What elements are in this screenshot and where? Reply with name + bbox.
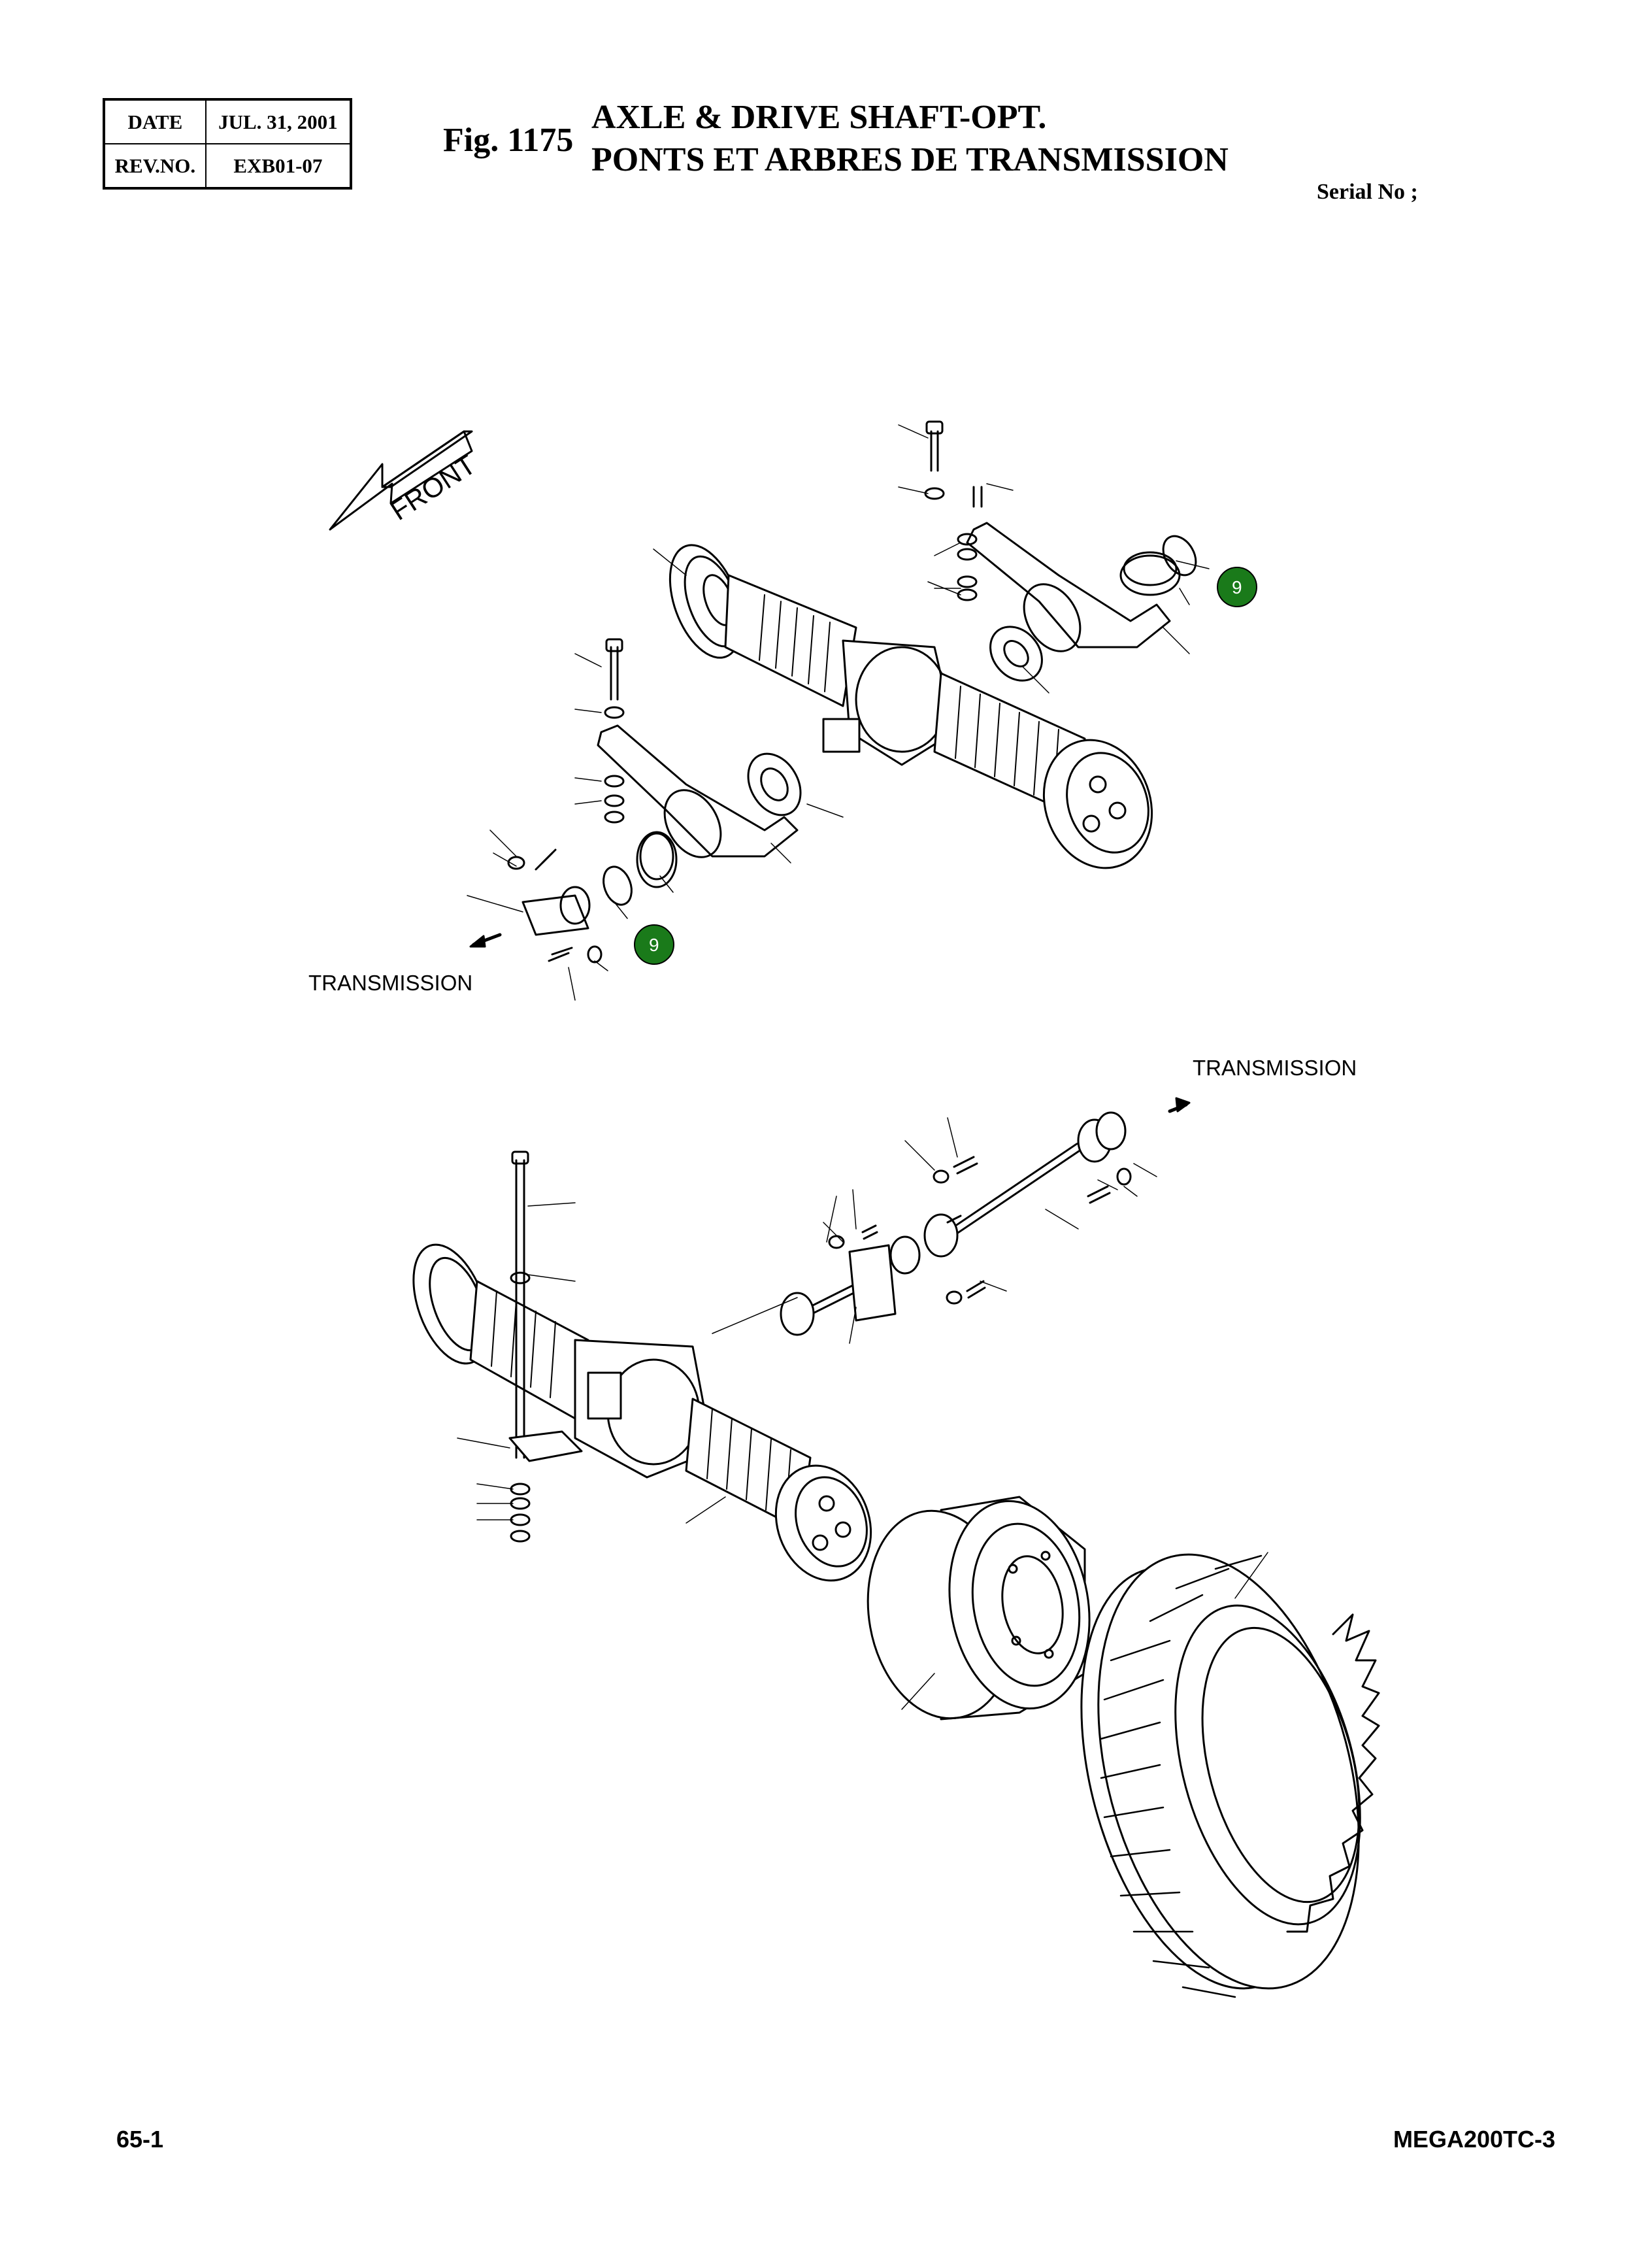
rear-axle-assembly	[412, 1150, 872, 1582]
revision-table: DATE JUL. 31, 2001 REV.NO. EXB01-07	[103, 98, 352, 190]
rev-label: REV.NO.	[103, 143, 206, 189]
front-arrow-icon	[329, 430, 473, 531]
svg-text:9: 9	[649, 935, 659, 955]
axle-support-bracket-rear	[924, 420, 1197, 682]
callout-9-lower: 9	[634, 924, 674, 965]
front-axle-assembly	[669, 544, 1153, 869]
tire	[1080, 1553, 1380, 1998]
date-value: JUL. 31, 2001	[205, 99, 352, 144]
title-french: PONTS ET ARBRES DE TRANSMISSION	[591, 141, 1229, 178]
page-number: 65-1	[116, 2126, 164, 2153]
axle-support-bracket-front	[597, 638, 802, 906]
svg-text:9: 9	[1232, 577, 1242, 597]
title-english: AXLE & DRIVE SHAFT-OPT.	[591, 99, 1047, 136]
model-name: MEGA200TC-3	[1393, 2126, 1555, 2153]
wheel-rim	[867, 1496, 1091, 1720]
drive-shaft	[780, 1097, 1191, 1336]
figure-number: Fig. 1175	[443, 122, 574, 159]
rev-value: EXB01-07	[205, 143, 352, 189]
transmission-label-upper: TRANSMISSION	[308, 971, 473, 995]
transmission-label-lower: TRANSMISSION	[1193, 1056, 1357, 1080]
serial-number: Serial No ;	[1317, 180, 1418, 204]
universal-joint-yoke-front	[469, 848, 603, 964]
callout-9-upper: 9	[1217, 567, 1257, 607]
date-label: DATE	[103, 99, 206, 144]
